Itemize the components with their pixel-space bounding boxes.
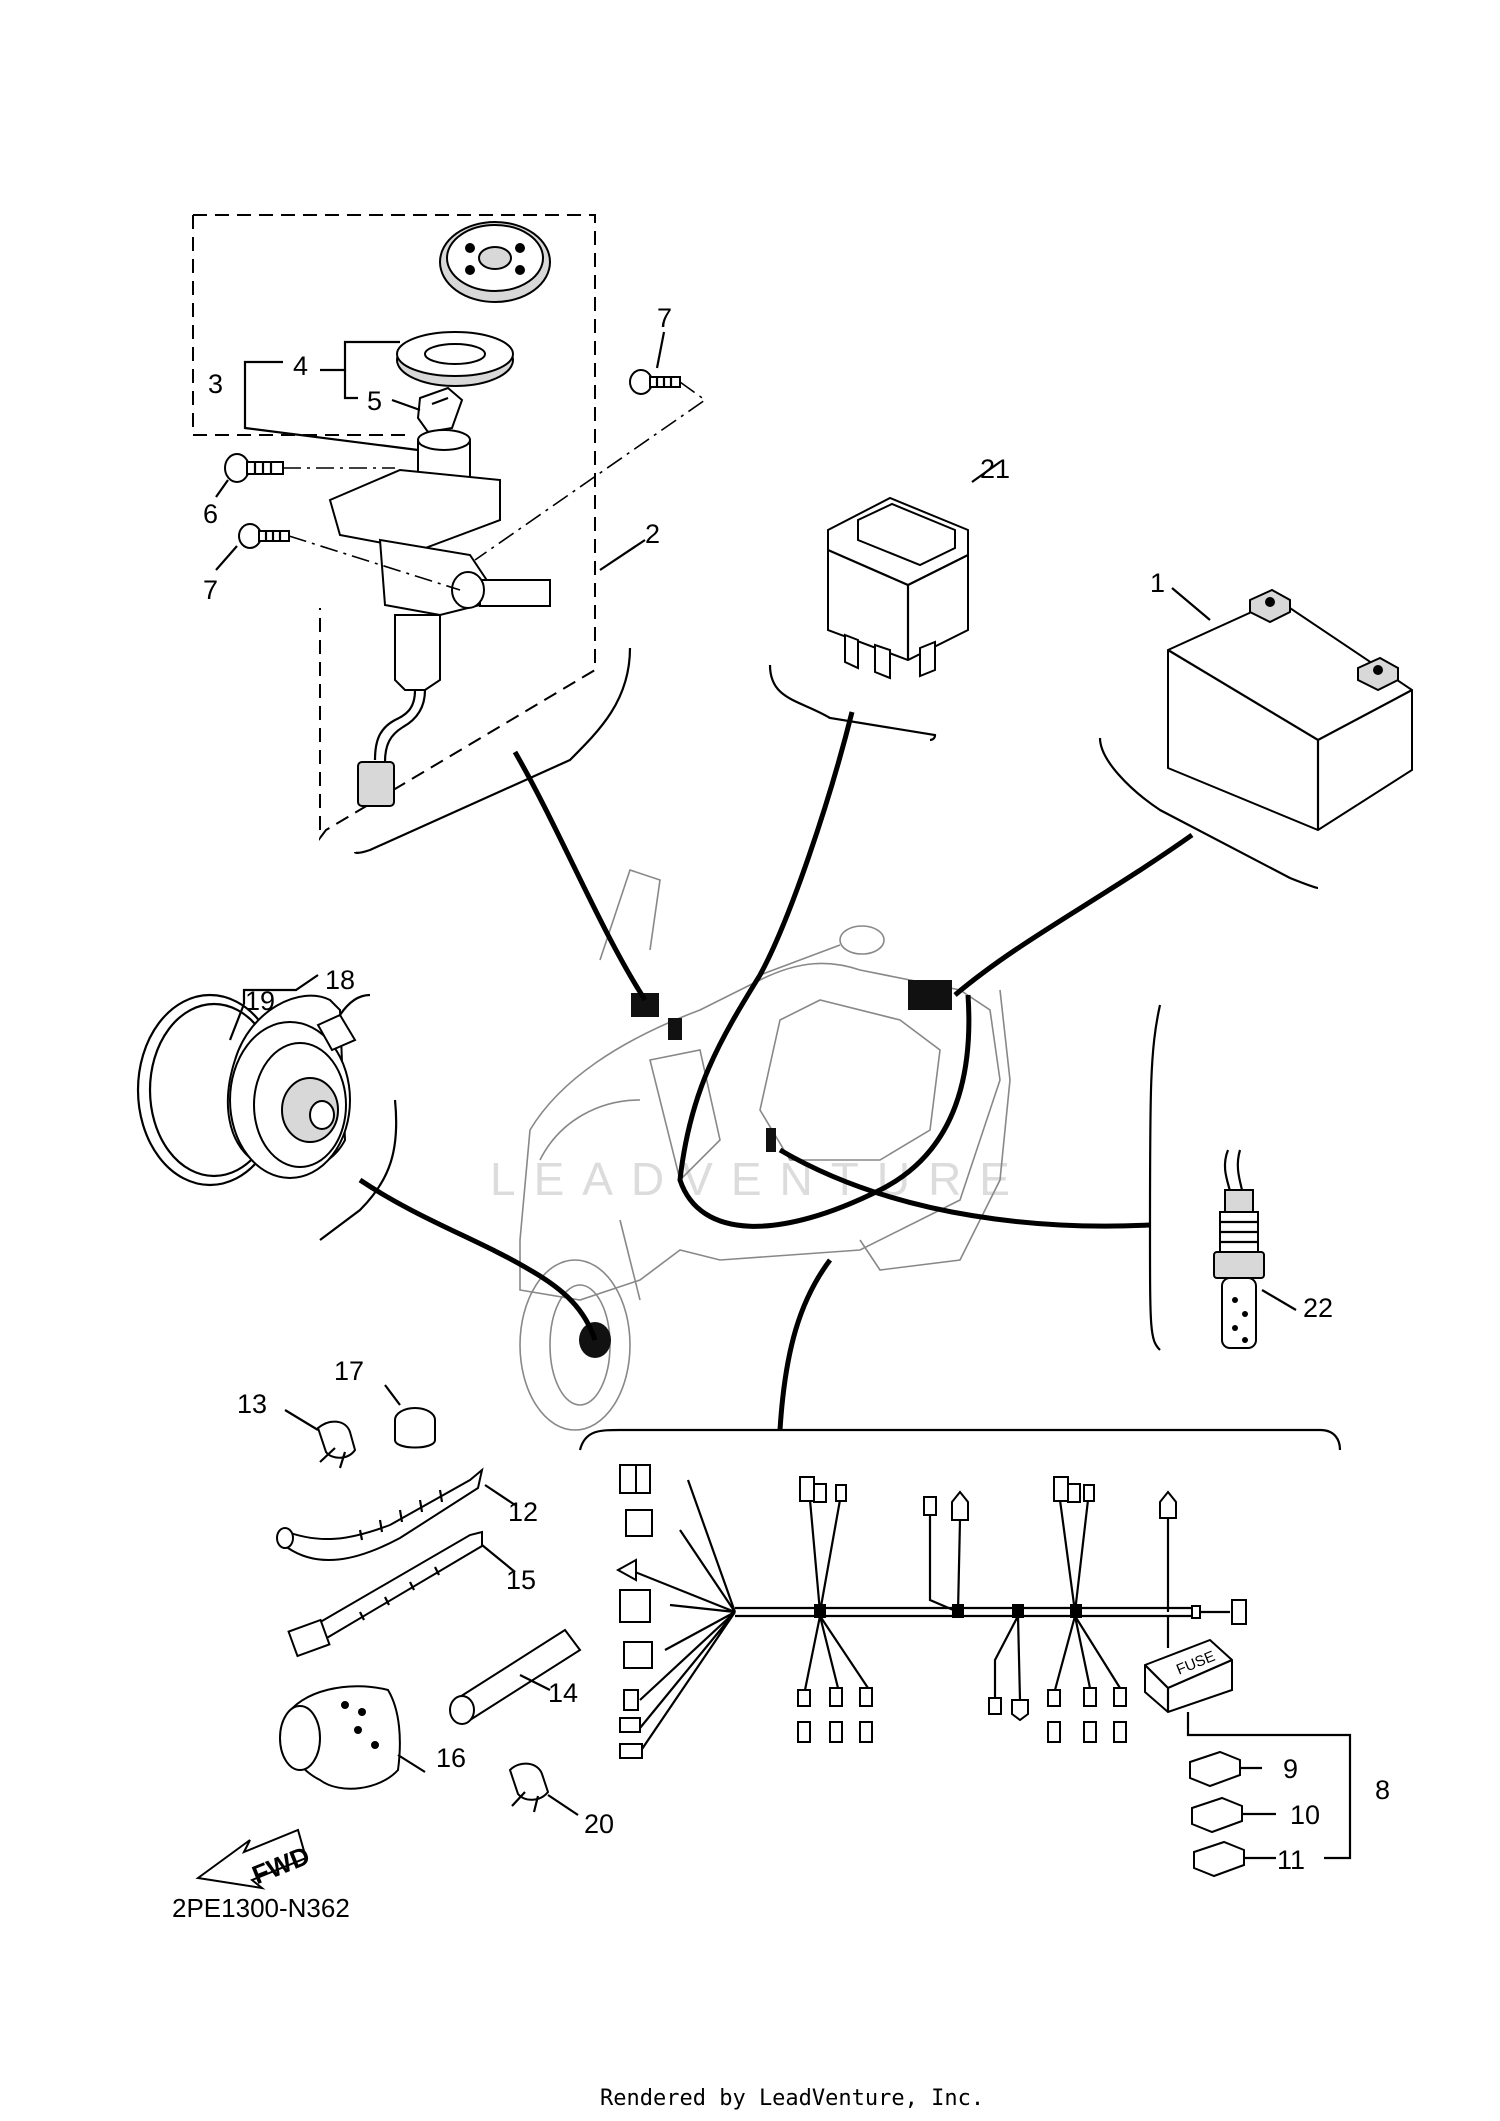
leader-7-upper: [655, 331, 666, 369]
callout-21: 21: [980, 454, 1010, 484]
cover-16-part[interactable]: [279, 1685, 426, 1790]
lock-ring-part[interactable]: [396, 331, 514, 387]
fuse-11-part[interactable]: [1193, 1840, 1276, 1878]
relay-part[interactable]: [827, 461, 1001, 680]
bracket-4: [320, 340, 400, 372]
callout-8: 8: [1375, 1775, 1390, 1805]
connector-sensor: [778, 1147, 1151, 1229]
footer-credit: Rendered by LeadVenture, Inc.: [600, 2086, 984, 2111]
leader-22: [1261, 1289, 1297, 1311]
bracket-fuse: [1186, 1712, 1202, 1737]
leader-15: [481, 1544, 516, 1573]
horn-part[interactable]: [136, 974, 371, 1187]
bracket-3-leader: [243, 388, 419, 452]
leader-17: [384, 1384, 401, 1406]
harness-group-bracket: [578, 1428, 1342, 1451]
fuse-9-part[interactable]: [1189, 1750, 1262, 1788]
horn-group-bracket: [319, 1099, 398, 1241]
wire-harness-part[interactable]: FUSE: [615, 1464, 1247, 1759]
callout-16: 16: [436, 1743, 466, 1773]
callout-7-upper: 7: [657, 303, 672, 333]
scooter-outline: [519, 868, 1011, 1431]
callout-7-lower: 7: [203, 575, 218, 605]
leader-16: [397, 1754, 426, 1773]
connector-horn: [358, 1177, 598, 1341]
lock-set-boundary-dashed: [192, 215, 410, 436]
callout-9: 9: [1283, 1754, 1298, 1784]
fuse-10-part[interactable]: [1191, 1796, 1276, 1834]
leader-1: [1171, 587, 1211, 621]
guide-line: [474, 381, 707, 561]
switch-group-bracket: [353, 647, 632, 854]
tube-14-part[interactable]: [449, 1628, 582, 1725]
callout-17: 17: [334, 1356, 364, 1386]
guide-line: [288, 535, 461, 591]
forward-arrow: FWD: [195, 1828, 314, 1890]
callout-11: 11: [1277, 1845, 1305, 1875]
main-switch-assembly[interactable]: [192, 214, 707, 841]
callout-15: 15: [506, 1565, 536, 1595]
callout-19: 19: [245, 986, 275, 1016]
tie-15-part[interactable]: [287, 1530, 516, 1658]
watermark-text: LEADVENTURE: [490, 1153, 1028, 1205]
callout-14: 14: [548, 1678, 578, 1708]
leader-13: [284, 1409, 319, 1431]
connector-battery: [953, 832, 1194, 997]
callout-22: 22: [1303, 1293, 1333, 1323]
bracket-18-19: [242, 974, 319, 1004]
leader-2: [599, 539, 646, 571]
callout-6: 6: [203, 499, 218, 529]
callout-18: 18: [325, 965, 355, 995]
callout-10: 10: [1290, 1800, 1320, 1830]
connector-relay: [677, 711, 972, 1229]
callout-12: 12: [508, 1497, 538, 1527]
battery-part[interactable]: [1167, 587, 1413, 832]
diagram-code: 2PE1300-N362: [172, 1893, 350, 1923]
band-12-part[interactable]: [276, 1467, 516, 1562]
assembly-boundary-dashed: [193, 214, 596, 841]
callout-3: 3: [208, 369, 223, 399]
leader-20: [547, 1794, 579, 1816]
bracket-4-lower: [343, 370, 358, 400]
leader-5: [391, 398, 421, 412]
connector-harness: [777, 1258, 833, 1431]
relay-group-bracket: [768, 664, 937, 742]
callout-13: 13: [237, 1389, 267, 1419]
screw-7-lower-part[interactable]: [238, 523, 290, 549]
o2-sensor-part[interactable]: [1213, 1149, 1297, 1349]
seal-cap-part[interactable]: [439, 221, 551, 303]
clamp-13-part[interactable]: [284, 1409, 357, 1469]
key-part[interactable]: [416, 386, 464, 434]
connector-switch: [512, 750, 648, 1002]
cap-17-part[interactable]: [384, 1384, 436, 1449]
battery-group-bracket: [1098, 737, 1319, 890]
leader-21: [971, 461, 1001, 483]
switch-body-part[interactable]: [328, 429, 551, 807]
sensor-group-bracket: [1148, 1004, 1162, 1351]
callout-1: 1: [1150, 568, 1165, 598]
leader-7-lower: [215, 545, 238, 571]
screw-7-upper-part[interactable]: [629, 369, 681, 395]
bracket-8: [1202, 1733, 1352, 1860]
leader-12: [484, 1484, 516, 1506]
leader-6: [215, 479, 229, 498]
callout-2: 2: [645, 519, 660, 549]
leader-19: [228, 1003, 246, 1041]
screw-6-part[interactable]: [224, 453, 284, 483]
callout-4: 4: [293, 351, 308, 381]
bracket-3: [243, 360, 283, 388]
callout-20: 20: [584, 1809, 614, 1839]
clamp-20-part[interactable]: [508, 1762, 579, 1816]
callout-5: 5: [367, 386, 382, 416]
leader-14: [519, 1674, 551, 1691]
